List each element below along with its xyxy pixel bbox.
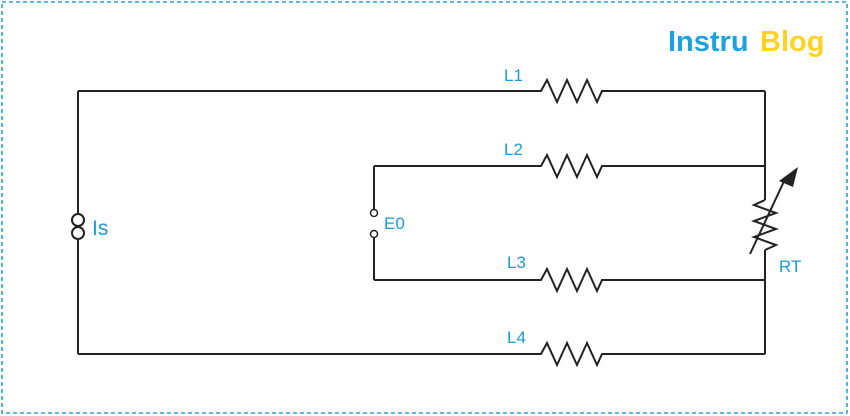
label-l2: L2 — [504, 140, 523, 159]
label-l1: L1 — [504, 66, 523, 85]
wire-l3 — [374, 266, 765, 294]
voltage-terminals-icon — [369, 208, 379, 239]
wire-l1 — [78, 77, 765, 105]
current-source-icon — [71, 213, 85, 240]
wire-l4 — [78, 340, 765, 368]
label-current-source: Is — [92, 217, 108, 240]
rtd-resistor — [751, 199, 779, 251]
label-l4: L4 — [507, 328, 526, 347]
instrublog-logo: Instru Blog — [668, 26, 824, 58]
label-rt: RT — [779, 257, 801, 276]
label-l3: L3 — [507, 253, 526, 272]
rtd-arrow-line — [749, 176, 787, 255]
logo-text-blog: Blog — [760, 26, 824, 58]
rtd-arrow-head — [779, 167, 798, 187]
logo-text-instru: Instru — [668, 26, 749, 58]
wire-l2 — [374, 152, 765, 180]
label-e0: E0 — [384, 214, 405, 233]
